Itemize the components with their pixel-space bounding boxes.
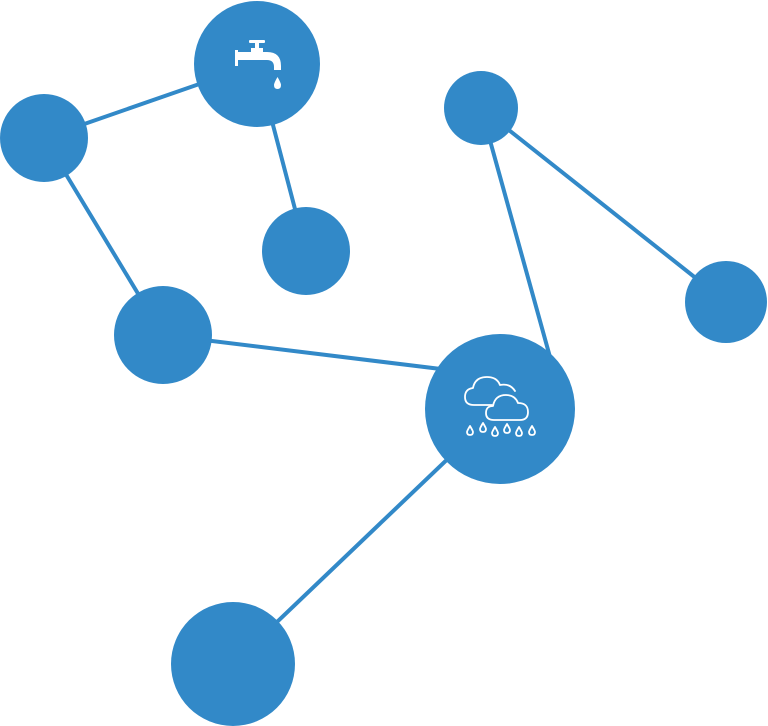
rain-node (425, 334, 575, 484)
left-node (0, 94, 88, 182)
faucet-icon (235, 40, 281, 89)
rain-clouds-icon (464, 376, 536, 437)
bottom-node (171, 602, 295, 726)
faucet-node (194, 1, 320, 127)
right-node (685, 261, 767, 343)
edge-topright-right (479, 106, 728, 304)
edge-topright-rain (479, 106, 552, 359)
top-right-node (444, 71, 518, 145)
middle-node (262, 207, 350, 295)
center-left-node (114, 286, 212, 384)
